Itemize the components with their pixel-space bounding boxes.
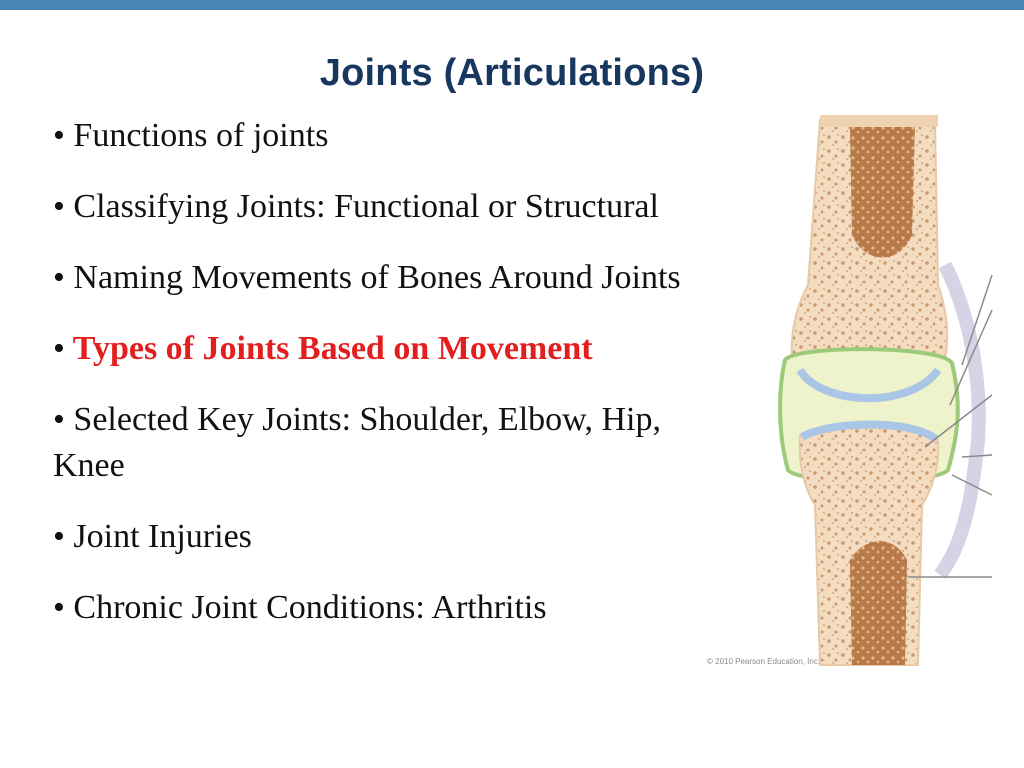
bullet-text: Selected Key Joints: Shoulder, Elbow, Hi… [53, 401, 661, 484]
bullet-list: • Functions of joints • Classifying Join… [53, 113, 703, 656]
upper-bone-cut-face [820, 115, 938, 127]
bullet-item: • Chronic Joint Conditions: Arthritis [53, 585, 703, 631]
lower-articular-cartilage [800, 420, 939, 443]
bullet-text: Functions of joints [73, 117, 329, 154]
bullet-item: • Functions of joints [53, 113, 703, 159]
leader-line [961, 274, 993, 366]
figure-copyright: © 2010 Pearson Education, Inc. [707, 657, 821, 666]
bullet-symbol: • [53, 589, 65, 626]
slide-title: Joints (Articulations) [319, 52, 705, 94]
bullet-text: Classifying Joints: Functional or Struct… [73, 188, 659, 225]
bullet-symbol: • [53, 330, 65, 367]
leader-line [924, 394, 993, 448]
bullet-symbol: • [53, 117, 65, 154]
bullet-symbol: • [53, 518, 65, 555]
bullet-item: • Classifying Joints: Functional or Stru… [53, 184, 703, 230]
bullet-symbol: • [53, 188, 65, 225]
bullet-text: Naming Movements of Bones Around Joints [73, 259, 681, 296]
joint-capsule [934, 261, 986, 580]
upper-articular-cartilage [796, 367, 942, 403]
synovial-joint-illustration [778, 115, 993, 666]
bullet-item: • Selected Key Joints: Shoulder, Elbow, … [53, 397, 703, 489]
leader-line [961, 454, 993, 458]
bullet-item: • Joint Injuries [53, 514, 703, 560]
leader-line [951, 474, 993, 496]
bullet-symbol: • [53, 259, 65, 296]
bullet-symbol: • [53, 401, 65, 438]
bullet-item-highlighted: • Types of Joints Based on Movement [53, 326, 703, 372]
leader-line [949, 309, 993, 406]
bullet-text: Chronic Joint Conditions: Arthritis [73, 589, 547, 626]
bullet-text: Types of Joints Based on Movement [72, 330, 593, 367]
top-accent-bar [0, 0, 1024, 10]
bullet-text: Joint Injuries [73, 518, 252, 555]
lower-medullary-cavity [850, 541, 907, 665]
upper-medullary-cavity [850, 125, 915, 258]
bullet-item: • Naming Movements of Bones Around Joint… [53, 255, 703, 301]
